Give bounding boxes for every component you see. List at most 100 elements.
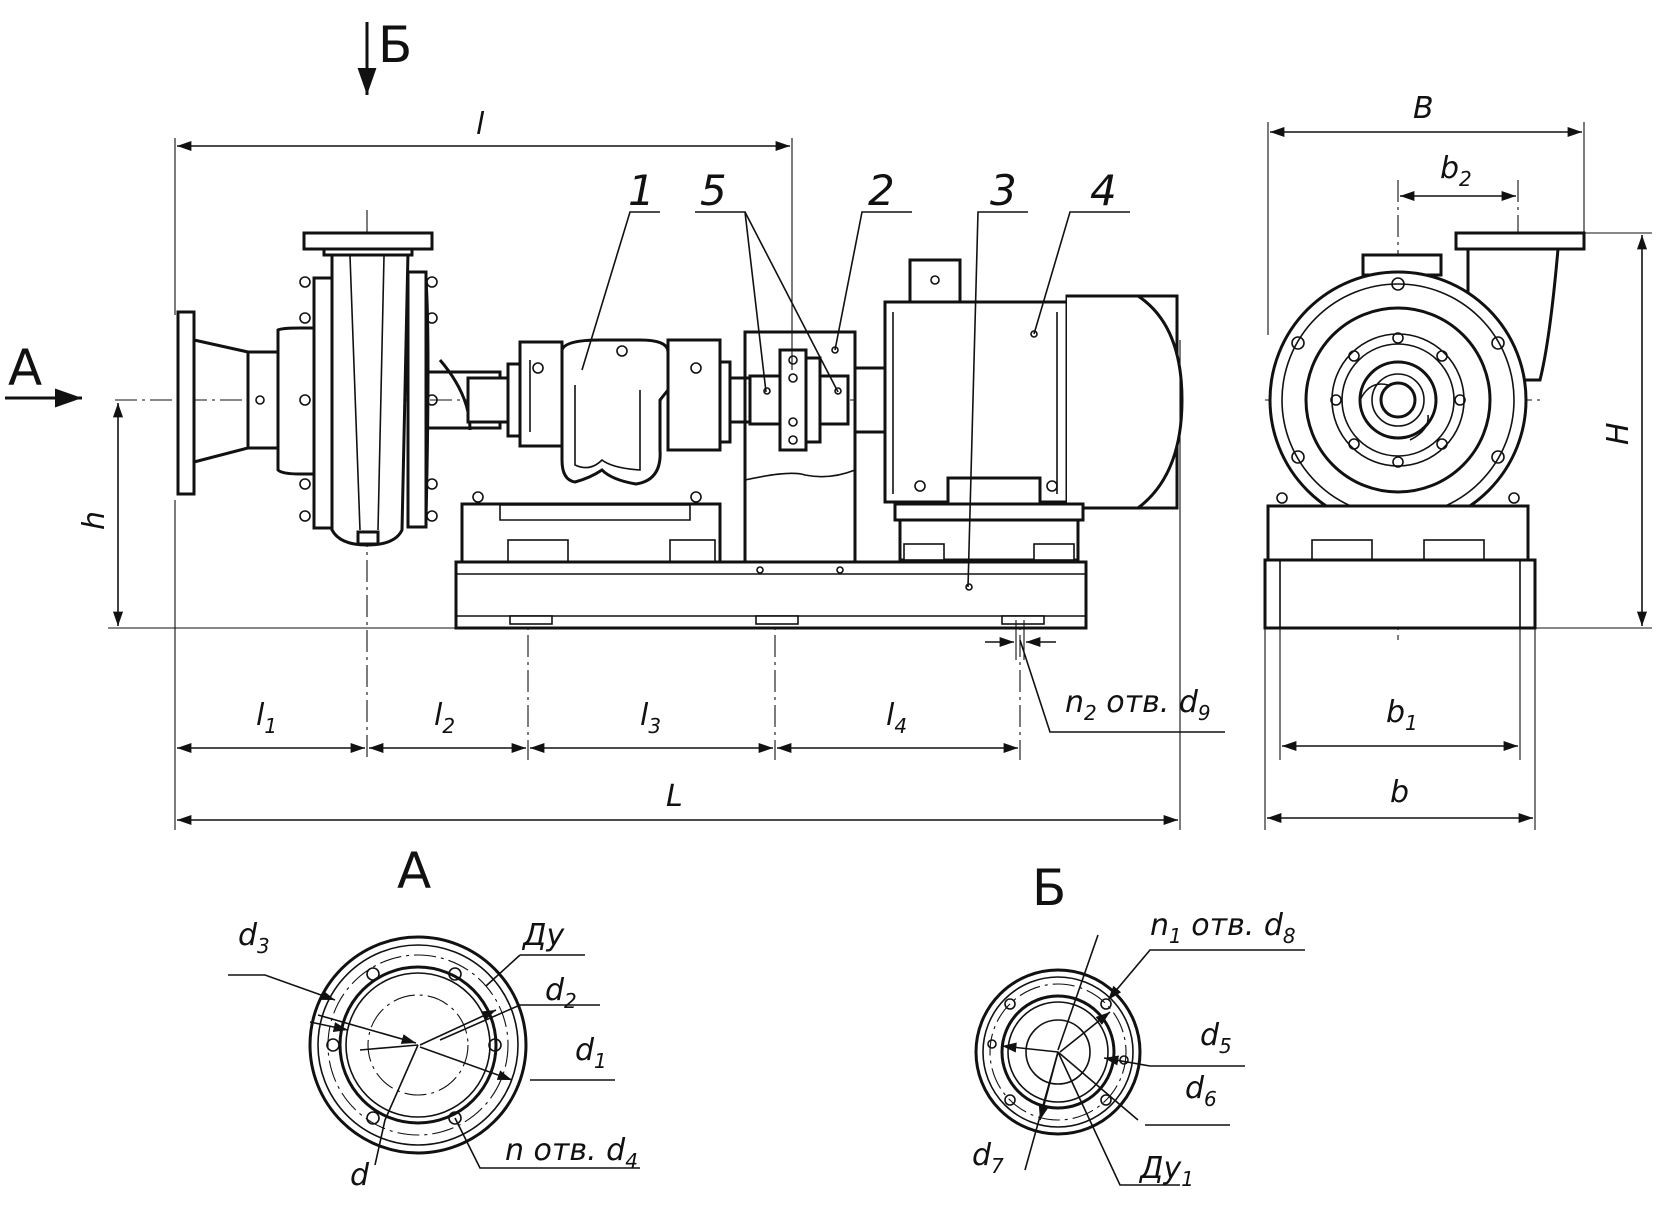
flange-a-d3-sub: 3 [257,934,270,958]
n2-text: отв. d [1097,685,1199,720]
view-a-marker-label: А [8,339,42,397]
flange-b-leaders [1001,934,1305,1186]
dim-b1-label: b [1386,695,1405,730]
flange-b-du1: Ду [1138,1151,1182,1186]
svg-text:d6: d6 [1185,1071,1217,1111]
electric-motor [853,258,1184,562]
flange-b-n1-sub: 1 [1169,924,1182,948]
svg-text:d3: d3 [238,918,270,958]
svg-text:b1: b1 [1386,695,1418,735]
dim-l1-label: l [256,698,265,733]
flange-b-n1-d-sub: 8 [1283,924,1296,948]
svg-text:n1 отв. d8: n1 отв. d8 [1150,908,1296,948]
flange-b-du1-sub: 1 [1181,1167,1194,1191]
callout-2: 2 [868,166,895,215]
dim-l3-sub: 3 [648,714,661,738]
callout-leaders [581,211,1130,588]
flange-a-n-sub: 4 [625,1149,638,1173]
pump-casing [276,231,438,547]
dim-L-label: L [666,779,683,814]
dim-l4-label: l [886,698,895,733]
n2-label: n [1065,685,1084,720]
flange-a-bolt-holes [326,967,502,1125]
dimension-b2: b2 [1400,151,1516,202]
flange-a-d2-sub: 2 [564,989,577,1013]
view-a-marker: А [5,339,82,408]
dim-b1-sub: 1 [1405,711,1418,735]
flange-a-d2: d [545,973,565,1008]
dim-b-label: b [1390,775,1409,810]
flange-b-d7-sub: 7 [991,1154,1004,1178]
flange-b-d6: d [1185,1071,1205,1106]
svg-text:Ду1: Ду1 [1138,1151,1194,1191]
callout-4: 4 [1090,166,1117,215]
dim-l4-sub: 4 [894,714,907,738]
dim-l3-label: l [640,698,649,733]
dim-b2-sub: 2 [1459,167,1472,191]
view-b-title: Б [1032,859,1066,917]
dim-l2-label: l [434,698,443,733]
flange-b-d5: d [1200,1018,1220,1053]
flange-a-d: d [350,1158,370,1193]
svg-text:b2: b2 [1440,151,1472,191]
dimension-b1: b1 [1279,628,1521,760]
flange-a-n-text: n отв. d [505,1133,626,1168]
n2-d-sub: 9 [1198,701,1211,725]
dim-b2-label: b [1440,151,1459,186]
flange-b-d5-sub: 5 [1219,1034,1232,1058]
view-b-marker: Б [357,16,412,95]
shaft-and-bearing [426,338,752,486]
dimension-chain: l1 l2 l3 l4 [174,500,1018,830]
svg-text:d5: d5 [1200,1018,1232,1058]
svg-text:n отв. d4: n отв. d4 [505,1133,638,1173]
view-b-discharge-flange: Б n1 отв. d8 d5 d6 d7 Ду1 [972,859,1305,1191]
dimension-L: L [177,340,1181,830]
base-frame [454,560,1088,630]
dim-h-label: h [77,511,112,530]
svg-text:d2: d2 [545,973,577,1013]
side-view: 1 5 2 3 4 l h l1 l2 l3 l4 [77,107,1225,830]
view-a-suction-flange: А d3 Ду d2 d1 d n отв [228,842,640,1193]
flange-a-d1-sub: 1 [594,1049,607,1073]
svg-text:l2: l2 [434,698,455,738]
flange-a-du: Ду [521,918,565,953]
dim-l1-sub: 1 [264,714,277,738]
dimension-H: H [1535,232,1652,629]
view-a-title: А [397,842,431,900]
dimension-h: h [77,403,456,629]
dim-B-label: B [1413,91,1434,126]
callout-1: 1 [628,166,655,215]
flange-a-d1: d [575,1033,595,1068]
pump-support [460,491,722,564]
dim-l2-sub: 2 [442,714,455,738]
flange-b-n1: n [1150,908,1169,943]
flange-b-d7: d [972,1138,992,1173]
dimension-b: b [1264,628,1536,830]
flange-a-d3: d [238,918,258,953]
flange-a-leaders [228,954,640,1169]
svg-text:n2 отв. d9: n2 отв. d9 [1065,685,1211,725]
flange-b-n1-text: отв. d [1182,908,1284,943]
callout-3: 3 [990,166,1017,215]
flange-b-bolt-holes [987,998,1129,1106]
dimension-n2-holes: n2 отв. d9 [985,620,1225,733]
n2-sub: 2 [1084,701,1097,725]
volute-bolts [1291,277,1505,523]
flange-b-d6-sub: 6 [1204,1087,1217,1111]
dim-H-label: H [1601,422,1636,445]
dimension-B: B [1267,91,1585,335]
svg-text:l4: l4 [886,698,907,738]
suction-flange [176,310,280,496]
dim-l-label: l [476,107,485,142]
svg-text:d7: d7 [972,1138,1004,1178]
view-b-marker-label: Б [378,16,412,74]
callout-5: 5 [700,166,727,215]
svg-text:l3: l3 [640,698,661,738]
dimension-l: l [174,107,793,370]
coupling [748,348,850,452]
front-view: B b2 H b1 b [1263,91,1652,830]
svg-text:l1: l1 [256,698,277,738]
svg-text:d1: d1 [575,1033,607,1073]
